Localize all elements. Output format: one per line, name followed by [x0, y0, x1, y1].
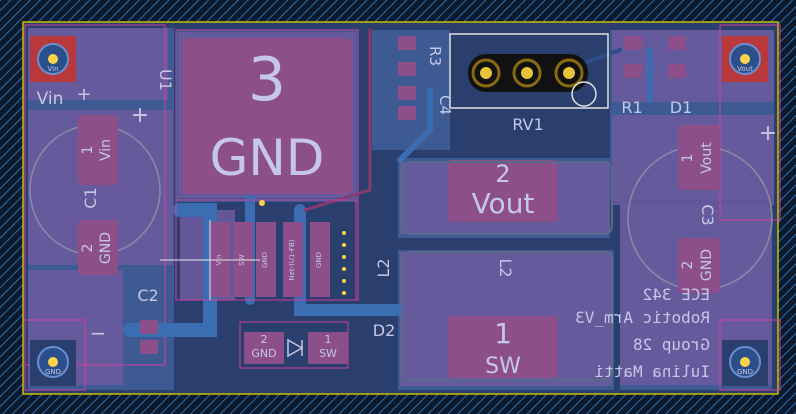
- inductor-outline: [401, 161, 613, 381]
- r1-resistor[interactable]: R1: [621, 36, 643, 117]
- vin-label: Vin: [37, 89, 64, 109]
- u1-pin3-net: GND: [261, 252, 269, 268]
- d2-diode[interactable]: 2 GND 1 SW D2: [239, 321, 396, 369]
- minus-mark: −: [90, 321, 107, 345]
- sw-pad-number: 1: [494, 317, 512, 350]
- u1-pin5-net: GND: [315, 252, 323, 268]
- diode-symbol-icon: [287, 338, 304, 358]
- l2-back-ref: L2: [496, 258, 515, 277]
- c1-pad1-num: 1: [80, 146, 96, 155]
- c2-capacitor[interactable]: C2: [137, 286, 159, 354]
- c3-pad2-num: 2: [680, 261, 696, 270]
- c1-ref: C1: [81, 187, 100, 208]
- vout-pad[interactable]: 2 Vout: [448, 160, 558, 222]
- c2-ref: C2: [137, 286, 158, 305]
- c3-ref: C3: [698, 204, 717, 225]
- c3-capacitor[interactable]: 1 Vout 2 GND C3: [627, 125, 773, 293]
- c4-ref: C4: [436, 95, 454, 115]
- courtyards: [24, 24, 781, 391]
- back-silk-line4: Iulina Matti: [594, 362, 710, 381]
- hole-tr-net: Vout: [737, 65, 753, 73]
- d2-pad2-net: GND: [251, 347, 276, 360]
- rv1-potentiometer[interactable]: RV1: [449, 33, 609, 134]
- big-gnd-pad[interactable]: 3 GND: [182, 38, 352, 194]
- vout-pad-net: Vout: [472, 187, 535, 220]
- r3-resistor[interactable]: R3: [398, 36, 444, 76]
- hole-br-net: GND: [737, 368, 753, 376]
- back-silk-line2: Robotic Arm_V3: [575, 308, 710, 327]
- sw-pad-net: SW: [485, 354, 521, 379]
- big-pad-net: GND: [210, 129, 325, 187]
- rv1-ref: RV1: [512, 115, 543, 134]
- back-silk-text: ECE 342 Robotic Arm_V3 Group 28 Iulina M…: [575, 285, 710, 381]
- hole-tl-net: Vin: [47, 65, 58, 73]
- c1-pad2-net: GND: [98, 232, 114, 264]
- c3-pad1-net: Vout: [699, 142, 715, 174]
- d1-ref: D1: [670, 98, 693, 117]
- sw-pad[interactable]: 1 SW: [448, 316, 558, 379]
- crosshair-cursor-icon: [160, 220, 260, 300]
- u1-ref: U1: [156, 69, 175, 91]
- c3-pad2-net: GND: [699, 249, 715, 281]
- r3-ref: R3: [426, 46, 444, 66]
- l2-ref: L2: [374, 258, 393, 277]
- d2-pad1-num: 1: [325, 333, 332, 346]
- c1-pad1-net: Vin: [98, 139, 114, 161]
- u1-pin4-net: Net-(U1-FB): [288, 239, 296, 280]
- back-silk-line1: ECE 342: [643, 285, 710, 304]
- plus-mark-c3: +: [759, 121, 777, 146]
- big-pad-number: 3: [248, 45, 286, 115]
- c1-capacitor[interactable]: 1 Vin 2 GND C1: [29, 115, 161, 275]
- d2-pad2-num: 2: [261, 333, 268, 346]
- mounting-hole-top-left[interactable]: Vin: [30, 36, 76, 82]
- r1-ref: R1: [621, 98, 642, 117]
- d1-led[interactable]: D1: [668, 36, 692, 117]
- plus-mark-c1: +: [131, 103, 149, 128]
- c1-pad2-num: 2: [80, 244, 96, 253]
- back-silk-line3: Group 28: [633, 335, 710, 354]
- c4-capacitor[interactable]: C4: [398, 86, 454, 120]
- mounting-hole-bottom-left[interactable]: GND: [30, 340, 76, 386]
- d2-ref: D2: [373, 321, 396, 340]
- mounting-hole-bottom-right[interactable]: GND: [722, 340, 768, 386]
- plus-mark-vin: +: [76, 84, 91, 105]
- hole-bl-net: GND: [45, 368, 61, 376]
- c3-pad1-num: 1: [680, 154, 696, 163]
- mounting-hole-top-right[interactable]: Vout: [722, 36, 768, 82]
- d2-pad1-net: SW: [319, 347, 337, 360]
- vout-pad-number: 2: [495, 160, 510, 188]
